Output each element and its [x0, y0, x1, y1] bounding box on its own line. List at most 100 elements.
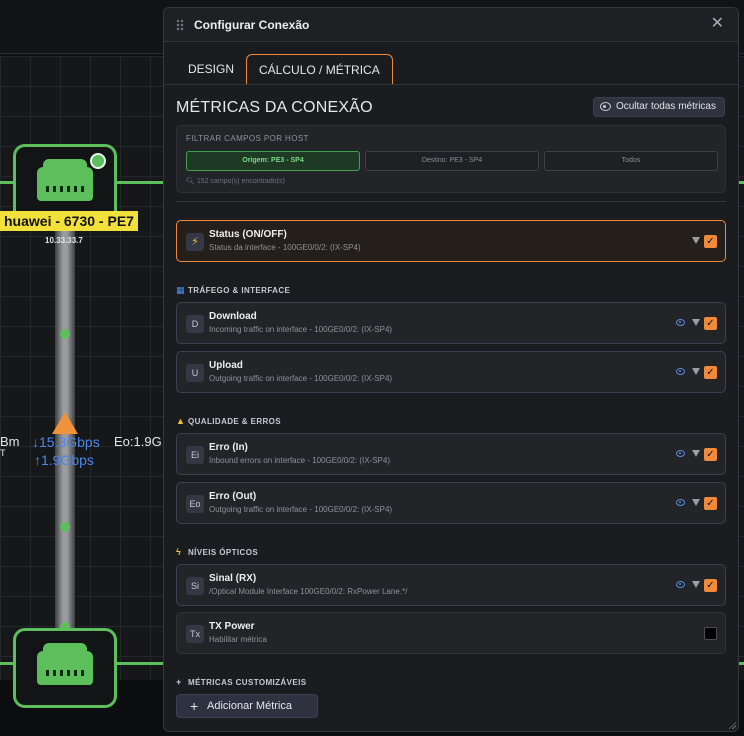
metric-checkbox[interactable]: ✓: [704, 366, 717, 379]
field-count: 🔍︎ 152 campo(s) encontrado(s): [186, 177, 285, 185]
link-right: [117, 181, 163, 184]
hide-all-metrics-button[interactable]: Ocultar todas métricas: [592, 97, 725, 117]
metric-badge: Si: [186, 577, 204, 595]
chevron-down-icon[interactable]: [692, 368, 700, 375]
link-left: [0, 181, 16, 184]
chevron-down-icon[interactable]: [692, 450, 700, 457]
metric-checkbox[interactable]: ✓: [704, 497, 717, 510]
metric-name: Erro (In): [209, 442, 248, 453]
field-count-text: 152 campo(s) encontrado(s): [196, 178, 285, 185]
metric-checkbox[interactable]: ✓: [704, 579, 717, 592]
error-out-label: Eo:1.9G: [114, 434, 162, 449]
filter-destination-button[interactable]: Destino: PE3 - SP4: [365, 151, 539, 171]
drag-handle-icon[interactable]: [176, 19, 184, 31]
host-filter-panel: FILTRAR CAMPOS POR HOST Origem: PE3 - SP…: [176, 125, 726, 193]
filter-origin-button[interactable]: Origem: PE3 - SP4: [186, 151, 360, 171]
link-far-right-bottom: [738, 662, 744, 665]
metric-sinal-rx[interactable]: Si Sinal (RX) /Optical Module Interface …: [176, 564, 726, 606]
warning-icon: ▲: [176, 416, 186, 426]
router-node-top[interactable]: [13, 144, 117, 224]
divider: [176, 201, 726, 202]
eye-icon[interactable]: [676, 581, 685, 588]
node-ip-label: 10.33.33.7: [45, 236, 83, 245]
metric-erro-in[interactable]: Ei Erro (In) Inbound errors on interface…: [176, 433, 726, 475]
tab-bar: DESIGN CÁLCULO / MÉTRICA: [176, 54, 393, 84]
metric-badge: Ei: [186, 446, 204, 464]
link-right-bottom: [117, 662, 163, 665]
metric-upload[interactable]: U Upload Outgoing traffic on interface -…: [176, 351, 726, 393]
plus-icon: +: [190, 698, 199, 714]
metric-status[interactable]: ⚡ Status (ON/OFF) Status da interface - …: [176, 220, 726, 262]
group-title-qualidade: ▲QUALIDADE & ERROS: [176, 416, 282, 426]
metric-erro-out[interactable]: Eo Erro (Out) Outgoing traffic on interf…: [176, 482, 726, 524]
add-metric-button[interactable]: + Adicionar Métrica: [176, 694, 318, 718]
chevron-down-icon[interactable]: [692, 237, 700, 244]
traffic-upload-label: ↑1.9Gbps: [34, 452, 94, 468]
eye-icon: [599, 102, 611, 111]
section-title: MÉTRICAS DA CONEXÃO: [176, 99, 373, 116]
metric-description: Incoming traffic on interface - 100GE0/0…: [209, 325, 393, 334]
connection-config-modal: Configurar Conexão ✕ DESIGN CÁLCULO / MÉ…: [163, 7, 739, 732]
plus-icon: +: [176, 677, 182, 687]
modal-header[interactable]: Configurar Conexão ✕: [164, 8, 738, 42]
filter-all-button[interactable]: Todos: [544, 151, 718, 171]
metric-name: Erro (Out): [209, 491, 257, 502]
modal-title: Configurar Conexão: [194, 18, 310, 32]
metric-description: Outgoing traffic on interface - 100GE0/0…: [209, 505, 393, 514]
metric-checkbox[interactable]: ✓: [704, 448, 717, 461]
router-icon: [37, 643, 93, 685]
metric-tx-power[interactable]: Tx TX Power Habilitar métrica: [176, 612, 726, 654]
metric-name: Upload: [209, 360, 243, 371]
chart-icon: ▦: [176, 285, 185, 295]
metric-badge: Eo: [186, 495, 204, 513]
connection-link[interactable]: [55, 226, 75, 686]
metric-checkbox[interactable]: ✓: [704, 317, 717, 330]
group-title-customizaveis[interactable]: +MÉTRICAS CUSTOMIZÁVEIS: [176, 677, 307, 687]
group-title-trafego: ▦TRÁFEGO & INTERFACE: [176, 285, 291, 295]
metric-description: Habilitar métrica: [209, 635, 267, 644]
bolt-icon: ϟ: [176, 547, 182, 557]
metric-checkbox[interactable]: ✓: [704, 235, 717, 248]
metric-checkbox[interactable]: [704, 627, 717, 640]
link-point: [60, 522, 70, 532]
link-point: [60, 329, 70, 339]
resize-handle-icon[interactable]: [728, 721, 736, 729]
metric-badge: D: [186, 315, 204, 333]
traffic-left-label: Bm: [0, 434, 20, 449]
tab-design[interactable]: DESIGN: [188, 62, 235, 76]
node-name-label[interactable]: huawei - 6730 - PE7: [0, 211, 138, 231]
link-far-right: [738, 181, 744, 184]
chevron-down-icon[interactable]: [692, 499, 700, 506]
traffic-download-label: ↓15.3Gbps: [32, 434, 100, 450]
link-point: [60, 622, 70, 632]
chevron-down-icon[interactable]: [692, 319, 700, 326]
hide-all-label: Ocultar todas métricas: [615, 101, 716, 112]
eye-icon[interactable]: [676, 450, 685, 457]
search-icon: 🔍︎: [186, 178, 195, 185]
eye-icon[interactable]: [676, 319, 685, 326]
filter-label: FILTRAR CAMPOS POR HOST: [186, 134, 309, 143]
chevron-down-icon[interactable]: [692, 581, 700, 588]
metric-description: /Optical Module Interface 100GE0/0/2: Rx…: [209, 587, 408, 596]
add-metric-label: Adicionar Métrica: [207, 700, 292, 712]
eye-icon[interactable]: [676, 499, 685, 506]
tab-calculo-metrica[interactable]: CÁLCULO / MÉTRICA: [246, 54, 393, 84]
status-dot: [90, 153, 106, 169]
link-left-bottom: [0, 662, 16, 665]
metric-description: Status da interface - 100GE0/0/2: (IX-SP…: [209, 243, 361, 252]
router-node-bottom[interactable]: [13, 628, 117, 708]
metric-name: Status (ON/OFF): [209, 229, 287, 240]
tab-divider: [164, 84, 738, 85]
metric-description: Inbound errors on interface - 100GE0/0/2…: [209, 456, 390, 465]
metric-description: Outgoing traffic on interface - 100GE0/0…: [209, 374, 393, 383]
traffic-left-sublabel: T: [0, 448, 6, 458]
metric-download[interactable]: D Download Incoming traffic on interface…: [176, 302, 726, 344]
metric-badge: U: [186, 364, 204, 382]
eye-icon[interactable]: [676, 368, 685, 375]
metric-name: Sinal (RX): [209, 573, 257, 584]
traffic-arrow-icon: [52, 412, 78, 434]
close-icon[interactable]: ✕: [710, 15, 724, 32]
metric-name: Download: [209, 311, 257, 322]
bolt-icon: ⚡: [186, 233, 204, 251]
